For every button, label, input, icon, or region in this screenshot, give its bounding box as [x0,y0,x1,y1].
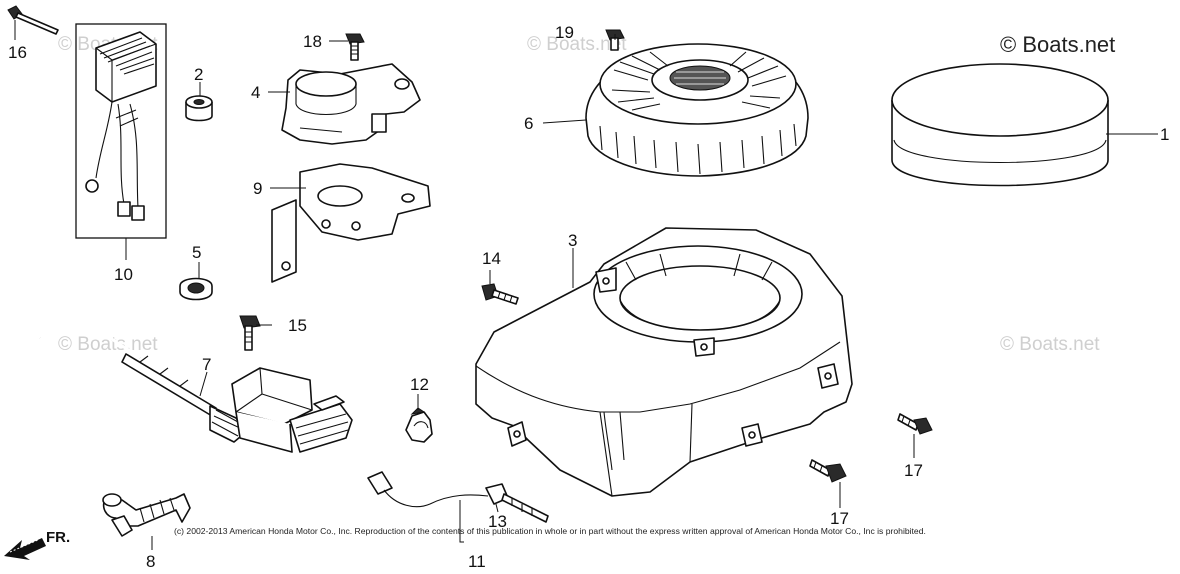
callout-17-right: 17 [904,461,923,480]
part-7-ignition-coil[interactable] [14,287,353,453]
watermark-main: © Boats.net [1000,32,1115,57]
part-9-plate[interactable] [271,163,431,283]
part-18-bolt[interactable] [345,33,365,61]
part-16-bolt[interactable] [7,5,59,35]
fr-label: FR. [46,529,70,546]
part-3-fan-cover[interactable] [475,227,853,497]
part-8-plug-cap[interactable] [102,493,191,537]
watermark-faint-5: © Boats.net [1000,334,1100,355]
callout-11: 11 [468,552,486,571]
callout-8: 8 [146,552,155,571]
part-17-bolt-a[interactable] [897,413,933,435]
part-12-clip[interactable] [405,407,433,443]
part-5-grommet[interactable] [179,277,213,301]
part-4-bracket[interactable] [281,63,421,145]
part-6-recoil-starter[interactable] [585,43,809,177]
callout-13: 13 [488,512,507,531]
watermark-faint-2: © Boats.net [527,34,627,55]
callout-9: 9 [253,179,262,198]
part-2-collar[interactable] [185,95,213,122]
part-17-bolt-b[interactable] [809,459,847,483]
part-15-bolt[interactable] [239,315,261,351]
callout-3: 3 [568,231,577,250]
copyright-notice: (c) 2002-2013 American Honda Motor Co., … [174,526,926,536]
part-14-bolt[interactable] [481,283,519,305]
callout-17-center: 17 [830,509,849,528]
callout-2: 2 [194,65,203,84]
part-1-element[interactable] [891,63,1109,187]
callout-19: 19 [555,23,574,42]
callout-10: 10 [114,265,133,284]
callout-1: 1 [1160,125,1169,144]
watermark-faint-3: © Boats.net [58,334,158,355]
callout-15: 15 [288,316,307,335]
callout-7: 7 [202,355,211,374]
callout-6: 6 [524,114,533,133]
callout-14: 14 [482,249,501,268]
callout-18: 18 [303,32,322,51]
callout-16: 16 [8,43,27,62]
callout-5: 5 [192,243,201,262]
part-10-regulator[interactable] [75,23,167,239]
callout-4: 4 [251,83,260,102]
leader-lines [14,20,1158,550]
fr-direction-arrow: FR. [4,529,70,560]
part-11-harness[interactable] [367,471,549,523]
callout-12: 12 [410,375,429,394]
